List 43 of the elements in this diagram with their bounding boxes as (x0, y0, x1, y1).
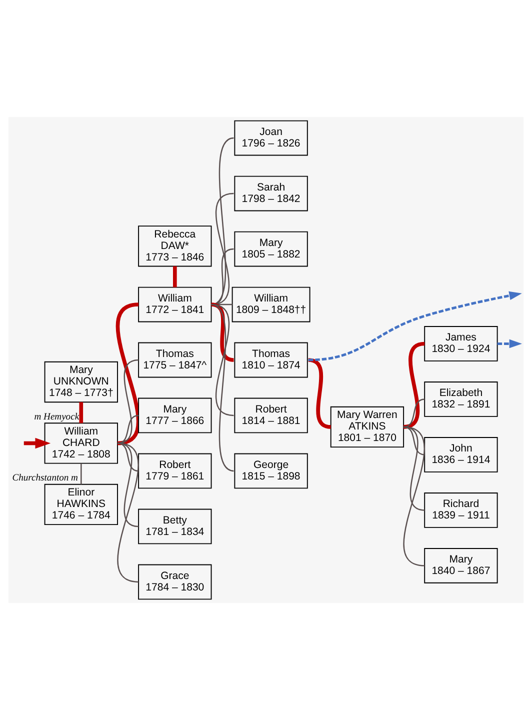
node-box: Richard 1839 – 1911 (424, 492, 498, 528)
edge-label: m Hemyock (34, 411, 80, 422)
node-box: Robert 1814 – 1881 (234, 398, 308, 434)
connector (117, 442, 139, 472)
node-box: Mary 1840 – 1867 (424, 548, 498, 584)
node-box: William 1772 – 1841 (138, 286, 212, 322)
connector (210, 302, 234, 362)
edge-label: Churchstanton m (12, 472, 78, 484)
connector (117, 442, 139, 583)
node-box: Mary 1777 – 1866 (138, 398, 212, 434)
node-box: Mary UNKNOWN 1748 – 1773† (44, 361, 118, 403)
node-box: Mary 1805 – 1882 (234, 231, 308, 267)
connector (80, 463, 82, 484)
connector (211, 304, 234, 416)
connector (403, 426, 425, 511)
connector (116, 302, 140, 446)
arrow (497, 339, 522, 348)
connector (79, 402, 84, 424)
node-box: Robert 1779 – 1861 (138, 453, 212, 489)
node-box: Elinor HAWKINS 1746 – 1784 (44, 484, 118, 526)
node-box: Joan 1796 – 1826 (234, 120, 308, 156)
connector (211, 304, 234, 472)
connector (117, 414, 139, 444)
connector (403, 426, 425, 456)
node-box: Mary Warren ATKINS 1801 – 1870 (330, 406, 404, 448)
connector (403, 426, 425, 566)
node-box: Betty 1781 – 1834 (138, 508, 212, 544)
connector (117, 442, 139, 528)
node-box: John 1836 – 1914 (424, 437, 498, 472)
node-box: William CHARD 1742 – 1808 (44, 422, 118, 464)
connector (403, 398, 425, 428)
node-box: Rebecca DAW* 1773 – 1846 (138, 226, 212, 267)
node-box: Grace 1784 – 1830 (138, 564, 212, 600)
connector (117, 359, 139, 444)
node-box: Elizabeth 1832 – 1891 (424, 382, 498, 417)
node-box: William 1809 – 1848†† (232, 286, 310, 322)
arrow (24, 438, 51, 449)
node-box: Sarah 1798 – 1842 (234, 176, 308, 212)
node-box: Thomas 1810 – 1874 (234, 342, 308, 378)
connector (173, 266, 177, 288)
node-box: Thomas 1775 – 1847^ (138, 342, 212, 378)
node-box: James 1830 – 1924 (424, 326, 498, 362)
node-box: George 1815 – 1898 (234, 453, 308, 489)
